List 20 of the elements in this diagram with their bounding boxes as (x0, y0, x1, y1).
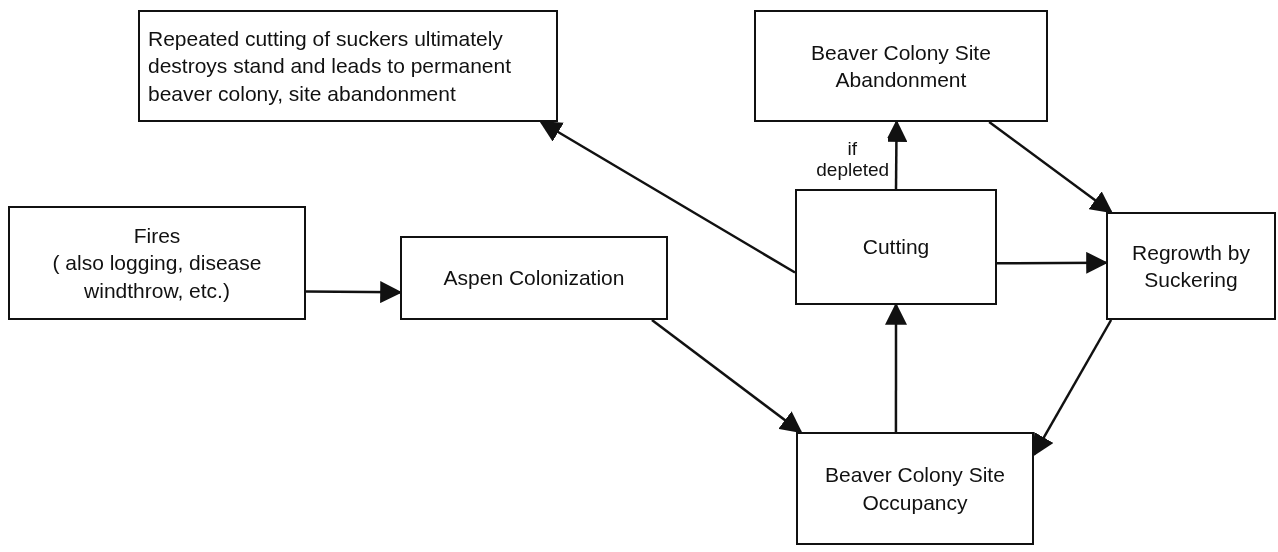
arrow (1032, 319, 1113, 457)
box-text: Beaver Colony Site Occupancy (824, 462, 1006, 516)
box-text: Fires (133, 223, 181, 250)
process-box (796, 432, 1034, 545)
box-text: Aspen Colonization (443, 265, 625, 292)
process-box (1106, 212, 1276, 320)
box-text: Beaver Colony Site Abandonment (810, 39, 992, 93)
process-box (138, 10, 558, 122)
box-text: Repeated cutting of suckers ultimately destroys stand and leads to permanent beaver colony, site abandonment (148, 26, 513, 107)
arrow (539, 120, 796, 274)
process-box (754, 10, 1048, 122)
edge-label: if depleted (816, 137, 889, 182)
arrow (988, 121, 1113, 214)
box-text: Regrowth by Suckering (1131, 239, 1251, 293)
box-text: Cutting (862, 234, 930, 261)
process-box (8, 206, 306, 320)
arrow (651, 319, 803, 434)
process-box (400, 236, 668, 320)
process-box (795, 189, 997, 305)
box-note: ( also logging, disease windthrow, etc.) (51, 250, 263, 304)
